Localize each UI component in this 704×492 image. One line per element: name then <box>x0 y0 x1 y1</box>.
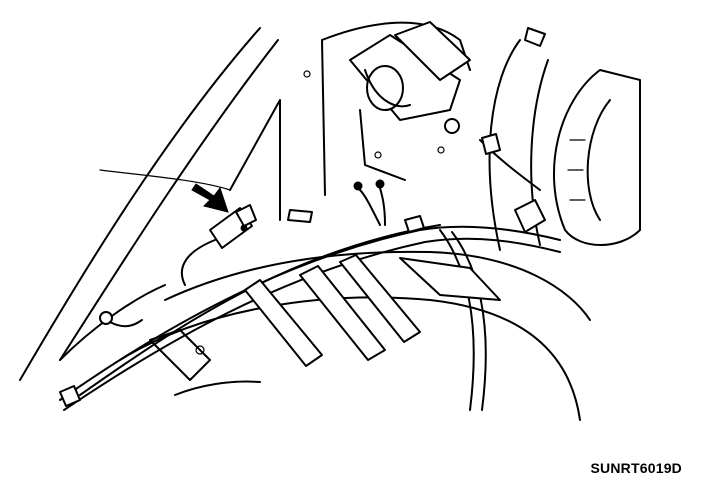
locator-arrow-icon <box>191 183 229 213</box>
figure-reference-code: SUNRT6019D <box>590 460 682 476</box>
trunk-wiring-illustration <box>19 21 641 421</box>
trunk-floor <box>119 250 591 421</box>
lamp-bracket <box>303 21 471 181</box>
target-connector <box>180 204 257 286</box>
left-clip <box>99 311 143 328</box>
speaker-housing <box>479 27 641 251</box>
body-panel-outline <box>19 21 471 381</box>
